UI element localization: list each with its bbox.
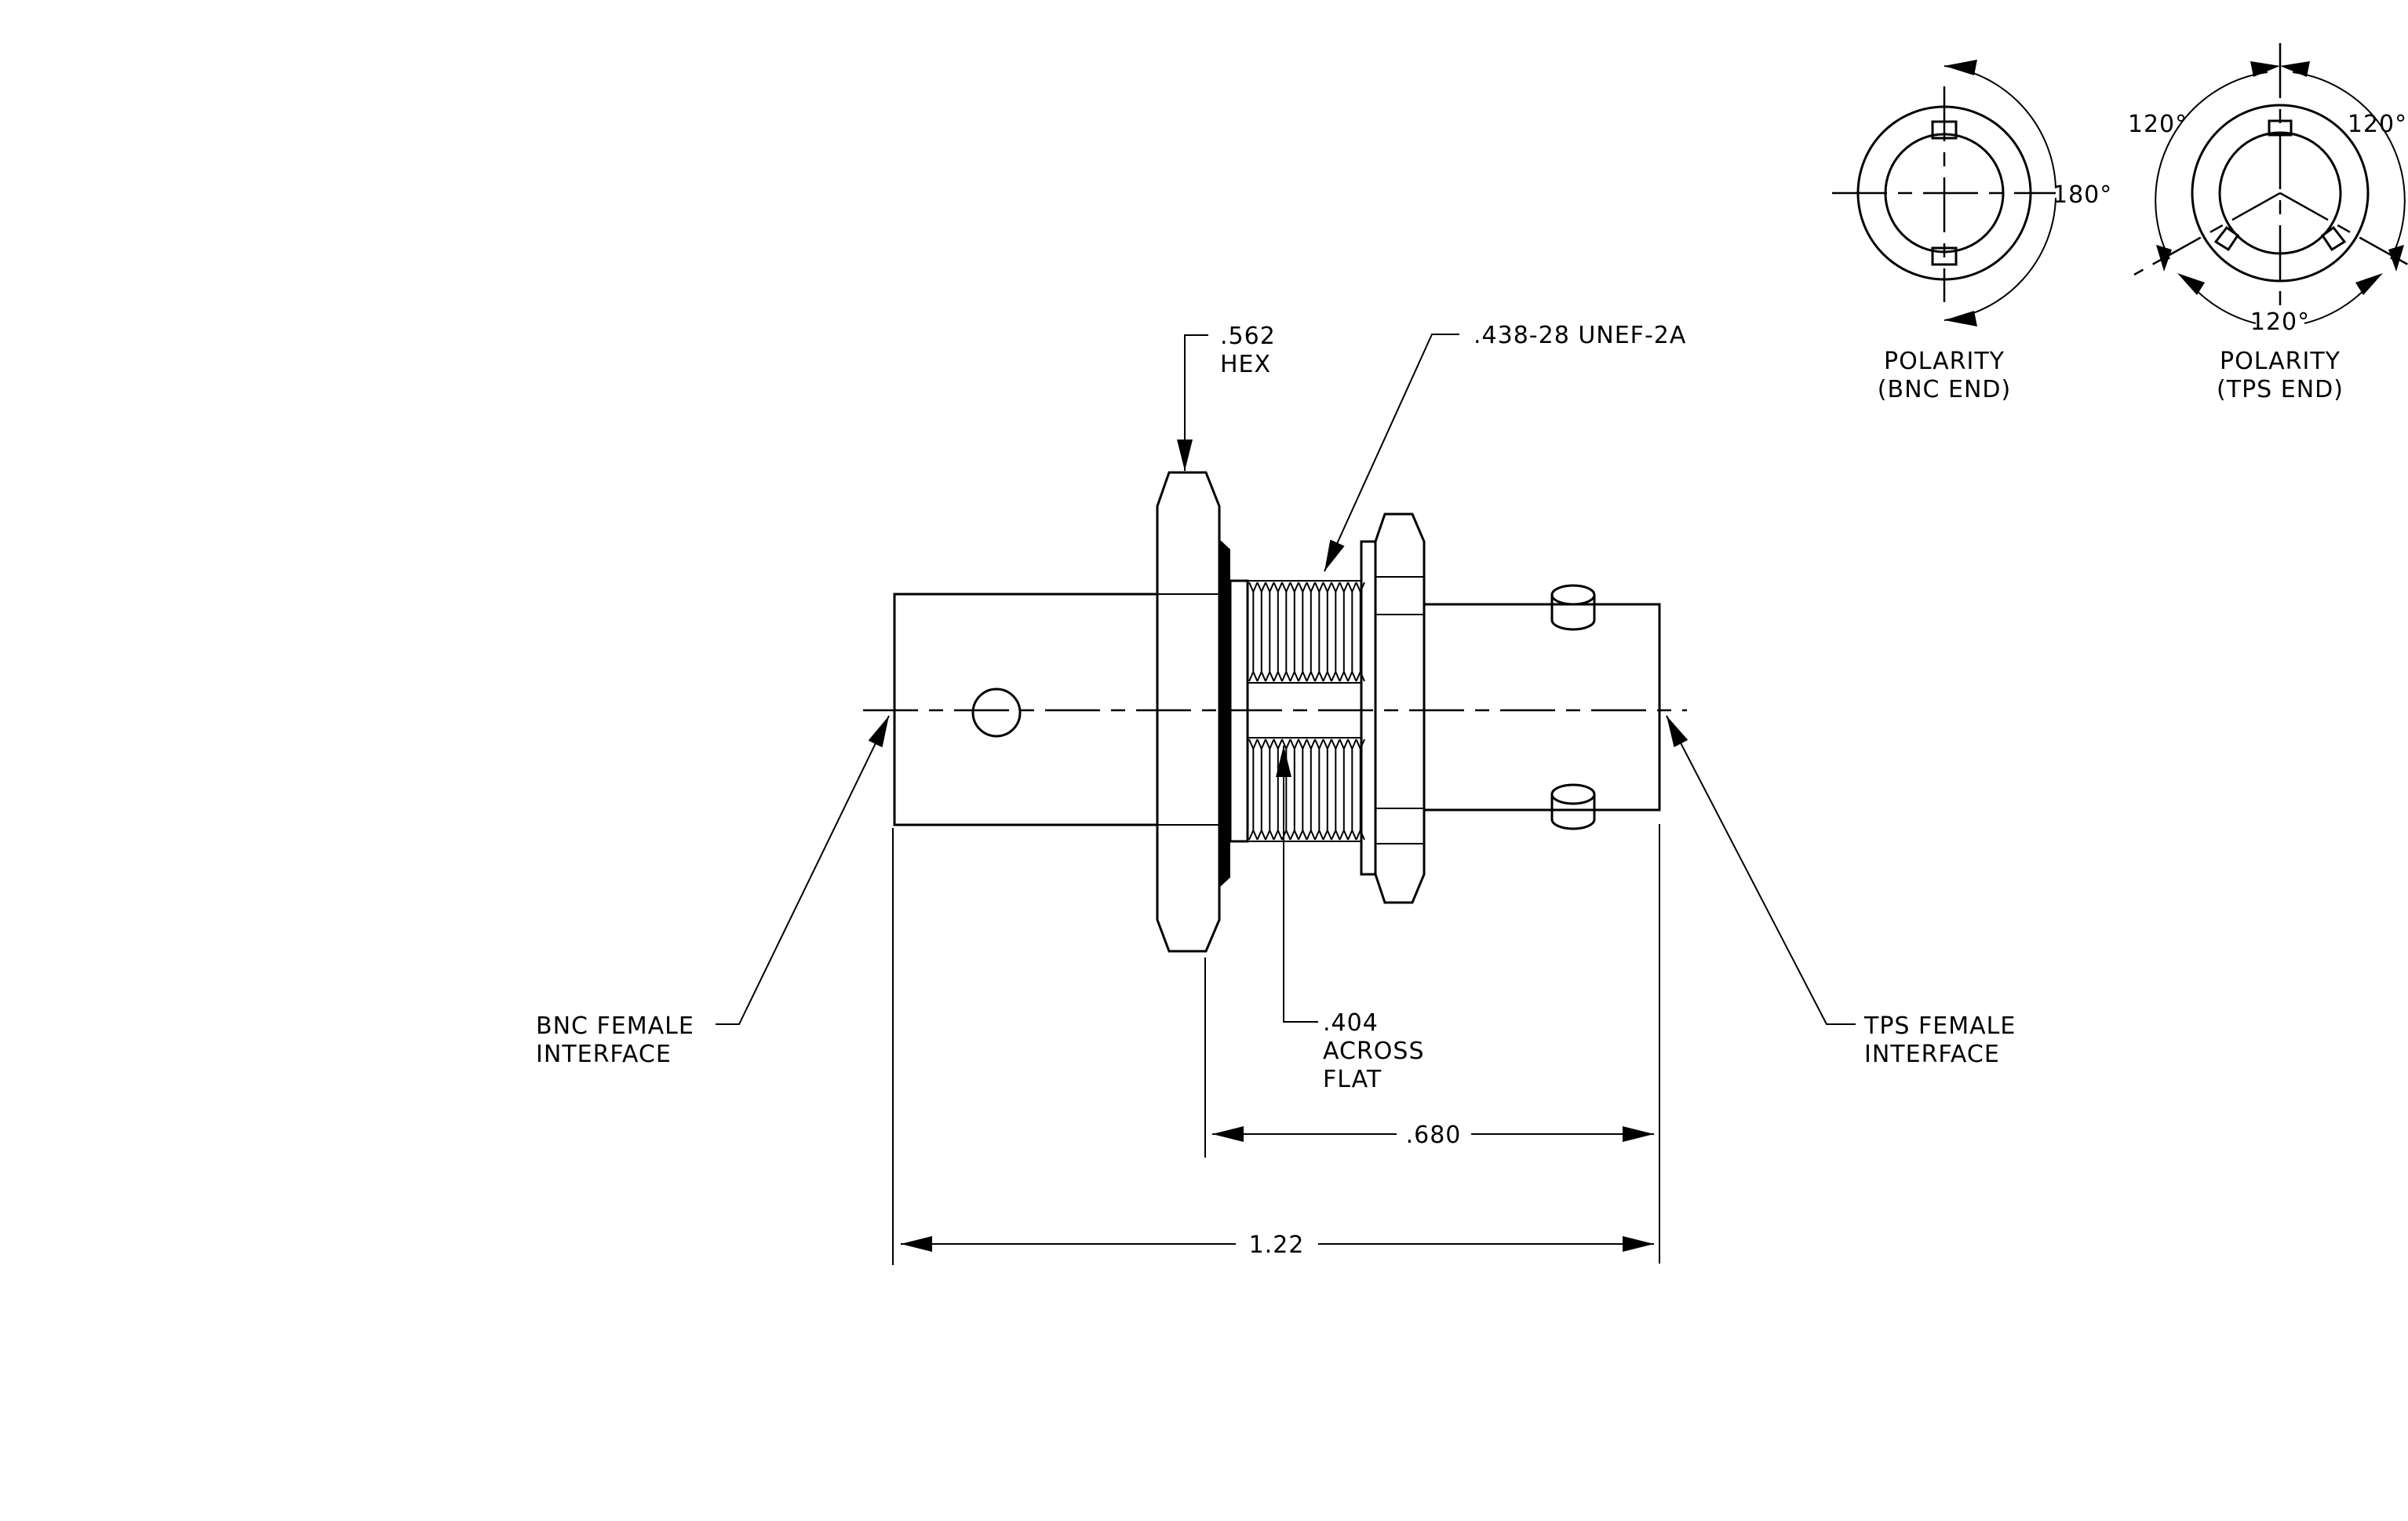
bnc-interface-callout: BNC FEMALE INTERFACE [536,715,890,1068]
polarity-tps-view: 120° 120° 120° POLARITY (TPS END) [2128,43,2408,403]
flat-size-text: .404 [1323,1009,1379,1037]
lock-washer [1360,540,1377,876]
polarity-bnc-view: 180° POLARITY (BNC END) [1832,60,2112,403]
hex-nut [1374,512,1426,904]
tps-polarity-angle-left: 120° [2128,111,2188,138]
tps-polarity-angle-right: 120° [2348,111,2407,138]
flat-label-2-text: FLAT [1323,1066,1382,1093]
tps-pin-lower [1550,783,1596,830]
flat-label-1-text: ACROSS [1323,1038,1425,1065]
tps-label-1-text: TPS FEMALE [1863,1012,2016,1040]
bnc-label-1-text: BNC FEMALE [536,1012,694,1040]
hex-callout: .562 HEX [1177,323,1276,471]
thread-upper [1248,582,1365,682]
dim-122-text: 1.22 [1249,1231,1305,1259]
tps-label-2-text: INTERFACE [1864,1041,2000,1068]
bnc-polarity-label-1: POLARITY [1884,348,2005,375]
tps-pin-upper [1550,584,1596,631]
dimension-680: .680 [1204,824,1660,1264]
hex-size-text: .562 [1220,323,1276,350]
hex-flange [1156,471,1221,953]
dim-680-text: .680 [1406,1122,1462,1149]
flat-callout: .404 ACROSS FLAT [1276,746,1425,1093]
bnc-key-slots [1931,120,1958,266]
tps-polarity-angle-bottom: 120° [2250,308,2310,336]
thread-teeth [1248,582,1365,682]
bnc-polarity-label-2: (BNC END) [1878,376,2011,403]
thread-spec-text: .438-28 UNEF-2A [1474,322,1686,349]
bayonet-pin-bnc [971,688,1022,738]
hex-label-text: HEX [1220,351,1271,378]
connector-side-view [863,471,1687,953]
tps-polarity-label-2: (TPS END) [2217,376,2344,403]
thread-lower [1248,739,1365,841]
bnc-polarity-angle: 180° [2053,181,2112,209]
dimension-122: 1.22 [892,828,1654,1265]
tps-key-slots [2268,119,2293,137]
thread-callout: .438-28 UNEF-2A [1324,322,1686,572]
tps-body [1423,603,1661,812]
tps-polarity-label-1: POLARITY [2220,348,2341,375]
gasket [1219,539,1230,888]
thread-teeth [1248,739,1365,841]
bnc-label-2-text: INTERFACE [536,1041,672,1068]
tps-interface-callout: TPS FEMALE INTERFACE [1666,715,2016,1068]
